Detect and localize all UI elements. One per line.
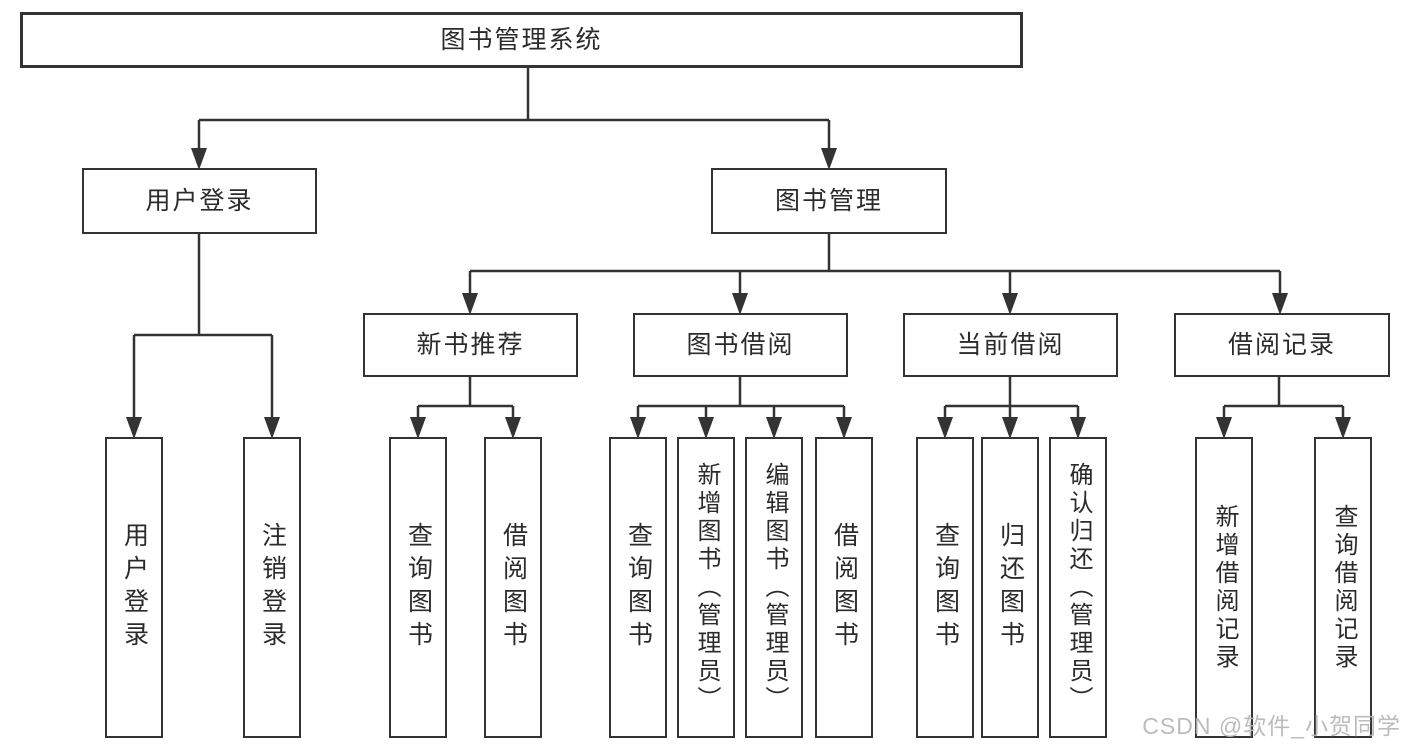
connector-login-to-leaves — [126, 234, 280, 439]
leaf-label: 查询借阅记录 — [1330, 503, 1357, 672]
leaf-label: 新增借阅记录 — [1211, 503, 1238, 672]
leaf-label: 用户登录 — [120, 521, 149, 654]
connector-recommend-to-leaves — [410, 377, 521, 439]
csdn-watermark: CSDN @软件_小贺同学 — [1142, 713, 1401, 739]
leaf-label: 借阅图书 — [830, 521, 859, 654]
leaf-label: 借阅图书 — [499, 521, 528, 654]
leaf-borrow-books: 借阅图书 — [815, 437, 873, 738]
connector-root-to-level2 — [191, 67, 837, 170]
leaf-add-borrow-record: 新增借阅记录 — [1195, 437, 1253, 738]
leaf-label: 查询图书 — [931, 521, 960, 654]
node-book-management-branch: 图书管理 — [711, 168, 947, 234]
node-library-management-system: 图书管理系统 — [20, 12, 1023, 68]
connector-current-to-leaves — [937, 377, 1086, 439]
node-current-borrowing: 当前借阅 — [903, 313, 1118, 377]
leaf-label: 编辑图书（管理员） — [761, 461, 788, 714]
leaf-borrow-books-recommend: 借阅图书 — [484, 437, 542, 738]
leaf-logout: 注销登录 — [243, 437, 301, 738]
leaf-user-login: 用户登录 — [105, 437, 163, 738]
leaf-label: 查询图书 — [404, 521, 433, 654]
node-new-book-recommend: 新书推荐 — [363, 313, 578, 377]
leaf-confirm-return-admin: 确认归还（管理员） — [1049, 437, 1107, 738]
leaf-label: 归还图书 — [996, 521, 1025, 654]
leaf-query-books-recommend: 查询图书 — [389, 437, 447, 738]
connector-records-to-leaves — [1216, 377, 1351, 439]
node-book-borrowing: 图书借阅 — [633, 313, 848, 377]
connector-mgmt-to-level3 — [462, 234, 1288, 315]
leaf-add-book-admin: 新增图书（管理员） — [677, 437, 735, 738]
leaf-query-borrow-record: 查询借阅记录 — [1314, 437, 1372, 738]
connector-borrow-to-leaves — [630, 377, 852, 439]
leaf-return-book: 归还图书 — [981, 437, 1039, 738]
leaf-query-books-borrow: 查询图书 — [609, 437, 667, 738]
node-borrowing-records: 借阅记录 — [1174, 313, 1390, 377]
node-user-login-branch: 用户登录 — [82, 168, 317, 234]
leaf-label: 注销登录 — [258, 521, 287, 654]
leaf-label: 查询图书 — [624, 521, 653, 654]
leaf-label: 新增图书（管理员） — [693, 461, 720, 714]
leaf-query-books-current: 查询图书 — [916, 437, 974, 738]
leaf-label: 确认归还（管理员） — [1065, 461, 1092, 714]
leaf-edit-book-admin: 编辑图书（管理员） — [745, 437, 803, 738]
